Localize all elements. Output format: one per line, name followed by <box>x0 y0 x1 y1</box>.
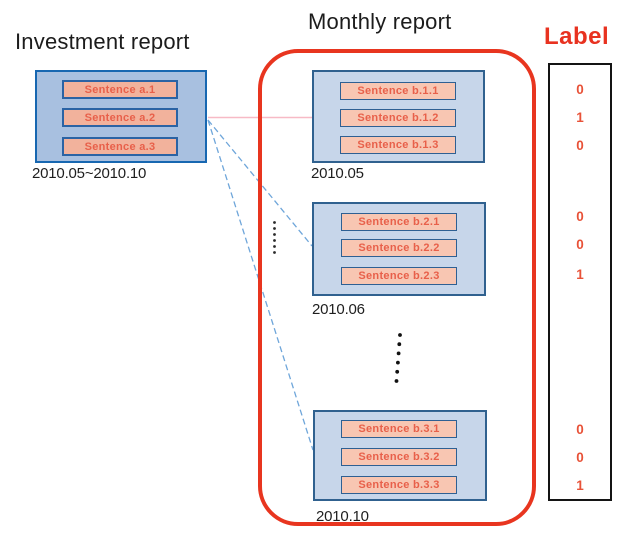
monthly-report-title: Monthly report <box>308 9 452 34</box>
monthly2-date: 2010.06 <box>312 301 365 318</box>
label-value: 1 <box>576 267 584 282</box>
label-value: 0 <box>576 138 584 153</box>
investment-date-range: 2010.05~2010.10 <box>32 165 147 182</box>
monthly-ellipsis-dots <box>394 333 402 383</box>
monthly1-date: 2010.05 <box>311 165 364 182</box>
label-column-title: Label <box>544 23 610 50</box>
monthly3-sentence-2: Sentence b.3.2 <box>341 448 457 466</box>
monthly-report-group-outline <box>258 49 536 526</box>
label-value: 0 <box>576 82 584 97</box>
investment-report-title: Investment report <box>15 29 190 54</box>
monthly3-sentence-3: Sentence b.3.3 <box>341 476 457 494</box>
monthly3-date: 2010.10 <box>316 508 369 525</box>
label-value: 0 <box>576 237 584 252</box>
label-value: 1 <box>576 478 584 493</box>
monthly2-sentence-2: Sentence b.2.2 <box>341 239 457 257</box>
label-value: 1 <box>576 110 584 125</box>
monthly3-sentence-1: Sentence b.3.1 <box>341 420 457 438</box>
investment-sentence-1: Sentence a.1 <box>62 80 178 99</box>
monthly2-sentence-3: Sentence b.2.3 <box>341 267 457 285</box>
monthly1-sentence-2: Sentence b.1.2 <box>340 109 456 127</box>
label-value: 0 <box>576 422 584 437</box>
monthly1-sentence-3: Sentence b.1.3 <box>340 136 456 154</box>
monthly1-sentence-1: Sentence b.1.1 <box>340 82 456 100</box>
connection-ellipsis-dots <box>273 221 276 254</box>
label-value: 0 <box>576 209 584 224</box>
label-column-box <box>548 63 612 501</box>
monthly2-sentence-1: Sentence b.2.1 <box>341 213 457 231</box>
investment-sentence-3: Sentence a.3 <box>62 137 178 156</box>
investment-sentence-2: Sentence a.2 <box>62 108 178 127</box>
label-value: 0 <box>576 450 584 465</box>
